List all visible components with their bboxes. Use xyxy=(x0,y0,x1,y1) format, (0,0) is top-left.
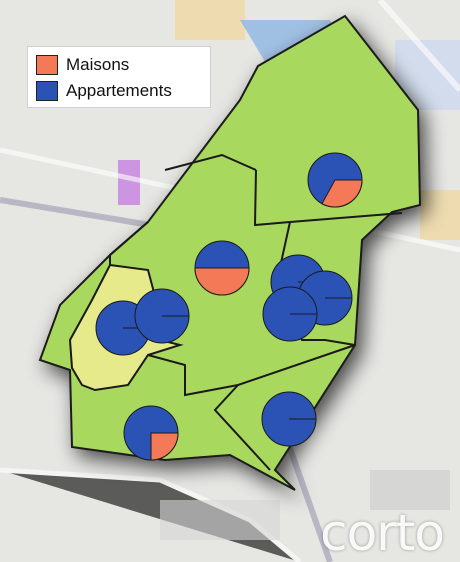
legend-swatch-appartements xyxy=(36,81,58,101)
pie-est-3 xyxy=(262,286,318,342)
legend-label-appartements: Appartements xyxy=(66,81,172,100)
legend-label-maisons: Maisons xyxy=(66,55,130,74)
pie-ouest-2 xyxy=(134,288,190,344)
district-boundaries xyxy=(109,153,403,471)
pie-centre xyxy=(194,240,250,296)
pie-nord-est xyxy=(307,152,363,208)
corto-watermark: corto xyxy=(320,504,445,562)
pie-layer xyxy=(95,152,363,461)
pie-sud-ouest xyxy=(123,405,179,461)
pie-sud-est xyxy=(261,391,317,447)
legend-item-maisons: Maisons xyxy=(36,53,202,77)
pie-slice-maisons xyxy=(194,267,250,296)
legend-swatch-maisons xyxy=(36,55,58,75)
map-legend: Maisons Appartements xyxy=(27,46,211,108)
pie-slice-maisons xyxy=(150,432,179,461)
legend-item-appartements: Appartements xyxy=(36,79,202,103)
pie-slice-maisons xyxy=(321,179,363,208)
